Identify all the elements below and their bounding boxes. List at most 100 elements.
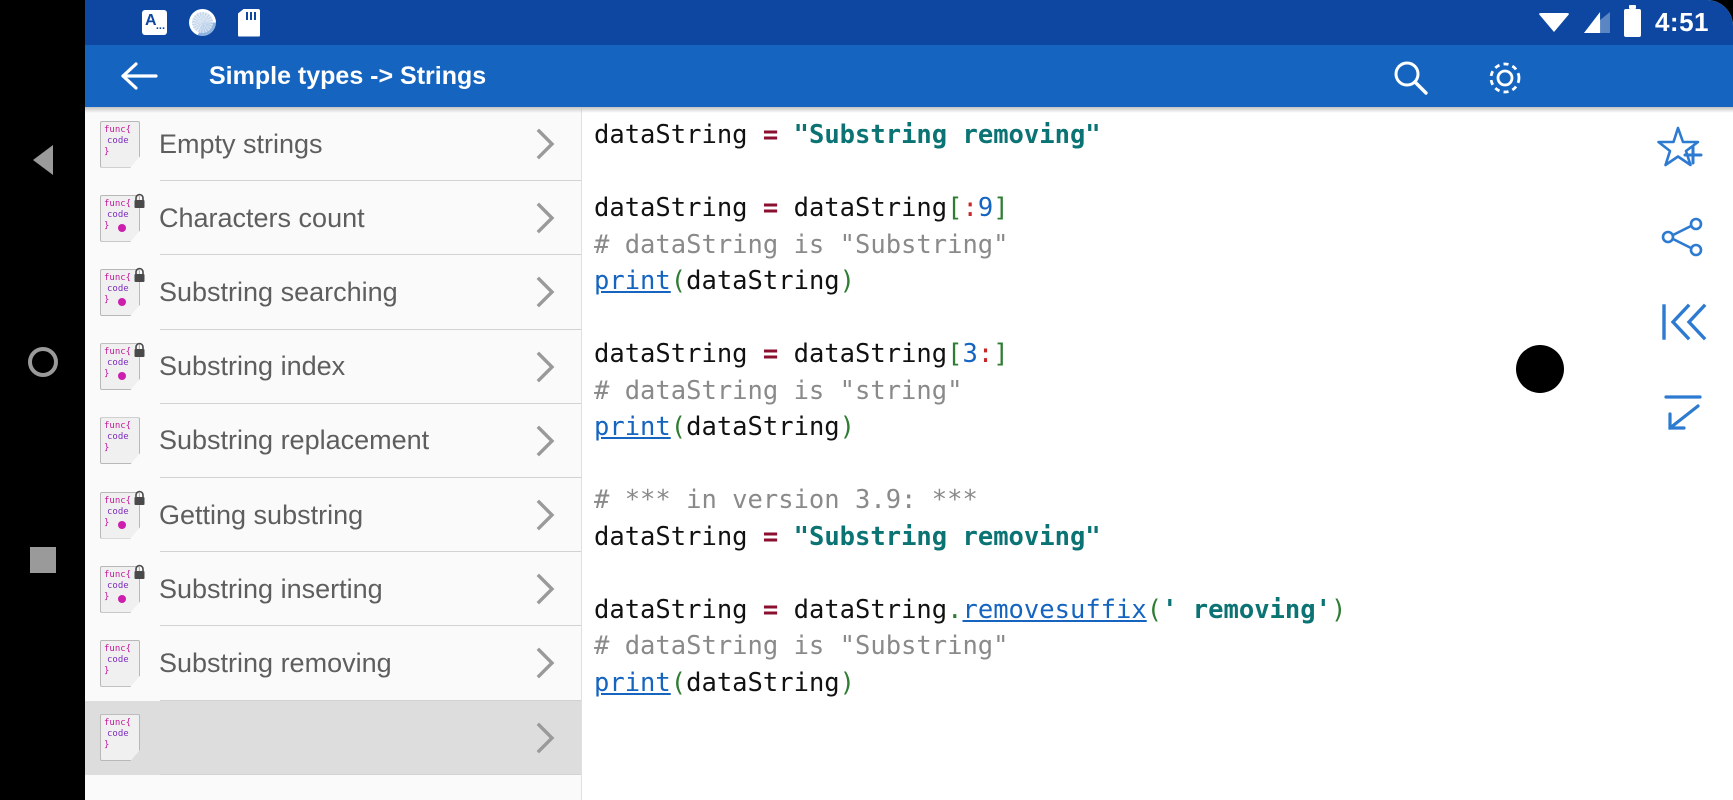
code-token-eq: = [762, 120, 779, 150]
list-item[interactable]: func{code}Substring removing [85, 626, 581, 701]
back-button[interactable] [110, 56, 170, 96]
code-token-plain: dataString [778, 193, 948, 223]
share-icon [1661, 217, 1703, 257]
lock-icon [132, 342, 147, 358]
code-line: dataString = "Substring removing" [594, 117, 1346, 154]
chevron-right-icon [535, 351, 557, 383]
code-line [594, 555, 1346, 592]
list-separator [160, 476, 581, 478]
code-token-plain: dataString [594, 120, 763, 150]
skip-to-first-icon [1662, 303, 1707, 341]
code-token-brk: [ [947, 193, 963, 223]
list-item-label: Substring index [159, 351, 346, 382]
code-token-str: ' removing' [1162, 594, 1331, 625]
code-token-plain: dataString [594, 521, 763, 552]
nav-home-button[interactable] [0, 332, 85, 392]
code-token-plain: dataString [594, 594, 763, 625]
list-item-label: Empty strings [159, 128, 323, 159]
list-separator [160, 551, 581, 553]
list-item-label: Substring inserting [159, 573, 383, 604]
recents-square-icon [29, 547, 56, 573]
list-item[interactable]: func{code}Substring replacement [85, 403, 581, 478]
code-snippet-icon: func{code} [100, 268, 140, 316]
code-token-fn[interactable]: print [594, 667, 671, 698]
app-bar: Simple types -> Strings [85, 45, 1733, 107]
code-token-plain: dataString [686, 266, 840, 296]
chevron-right-icon [535, 276, 557, 308]
code-token-plain [778, 522, 793, 552]
lock-icon [132, 267, 147, 283]
list-item[interactable]: func{code}Substring searching [85, 255, 581, 330]
chevron-right-icon [535, 647, 557, 679]
page-title: Simple types -> Strings [209, 61, 487, 90]
code-token-fn[interactable]: removesuffix [962, 594, 1147, 625]
code-token-plain: dataString [778, 339, 948, 369]
action-rail [1633, 107, 1733, 800]
code-block: dataString = "Substring removing" dataSt… [594, 117, 1346, 701]
code-line: print(dataString) [594, 409, 1346, 446]
android-nav-rail [0, 0, 85, 800]
lock-icon [132, 193, 147, 209]
code-viewer[interactable]: dataString = "Substring removing" dataSt… [583, 107, 1633, 800]
nav-back-button[interactable] [0, 130, 85, 190]
code-token-paren: ) [839, 412, 856, 442]
code-line [594, 446, 1346, 483]
code-line: # dataString is "Substring" [594, 628, 1346, 665]
list-separator [160, 699, 581, 701]
code-token-paren: ( [670, 412, 687, 442]
code-token-dot: . [947, 594, 963, 625]
list-item-label: Characters count [159, 202, 365, 233]
search-button[interactable] [1390, 58, 1436, 95]
chevron-right-icon [535, 722, 557, 754]
list-item-label: Getting substring [159, 499, 364, 530]
home-circle-icon [27, 347, 58, 377]
list-item[interactable]: func{code} [85, 700, 581, 775]
code-line: dataString = "Substring removing" [594, 519, 1346, 556]
code-token-brk: [ [947, 339, 963, 369]
code-token-plain: dataString [594, 339, 763, 369]
status-bar-clock: 4:51 [1654, 7, 1709, 37]
code-token-paren: ) [839, 667, 856, 698]
chevron-right-icon [535, 128, 557, 160]
code-token-eq: = [762, 339, 779, 369]
code-snippet-icon: func{code} [100, 714, 140, 762]
list-item[interactable]: func{code}Empty strings [85, 107, 581, 182]
list-item[interactable]: func{code}Characters count [85, 181, 581, 256]
battery-icon [1623, 4, 1641, 37]
code-token-plain [778, 120, 793, 150]
list-separator [160, 402, 581, 404]
lock-icon [132, 564, 147, 580]
nav-recents-button[interactable] [0, 530, 85, 590]
chevron-right-icon [535, 499, 557, 531]
add-to-favorites-button[interactable] [1653, 120, 1713, 180]
code-token-paren: ) [839, 266, 856, 296]
collapse-button[interactable] [1653, 382, 1713, 442]
status-bar-left-icons: A [85, 8, 260, 37]
list-item[interactable]: func{code}Substring index [85, 329, 581, 404]
code-token-com: # dataString is "Substring" [594, 229, 1009, 260]
skip-to-first-button[interactable] [1653, 292, 1713, 352]
code-token-plain: dataString [686, 667, 840, 698]
code-token-fn[interactable]: print [594, 266, 671, 296]
code-token-fn[interactable]: print [594, 412, 671, 442]
list-item[interactable]: func{code}Substring inserting [85, 552, 581, 627]
code-token-eq: = [762, 193, 779, 223]
status-bar-right-icons: 4:51 [1537, 0, 1709, 45]
settings-button[interactable] [1483, 56, 1529, 96]
arrow-left-icon [121, 62, 158, 90]
code-token-paren: ( [670, 667, 687, 698]
code-token-colon: : [977, 339, 994, 369]
code-token-com: # dataString is "Substring" [594, 631, 1009, 661]
share-button[interactable] [1653, 207, 1713, 267]
list-item[interactable]: func{code}Getting substring [85, 477, 581, 553]
code-token-eq: = [762, 521, 779, 552]
list-separator [160, 328, 581, 330]
wifi-icon [1537, 13, 1570, 32]
list-separator [160, 625, 581, 627]
code-token-com: # *** in version 3.9: *** [594, 485, 978, 515]
code-snippet-icon: func{code} [100, 417, 140, 465]
sd-card-icon [238, 8, 260, 37]
